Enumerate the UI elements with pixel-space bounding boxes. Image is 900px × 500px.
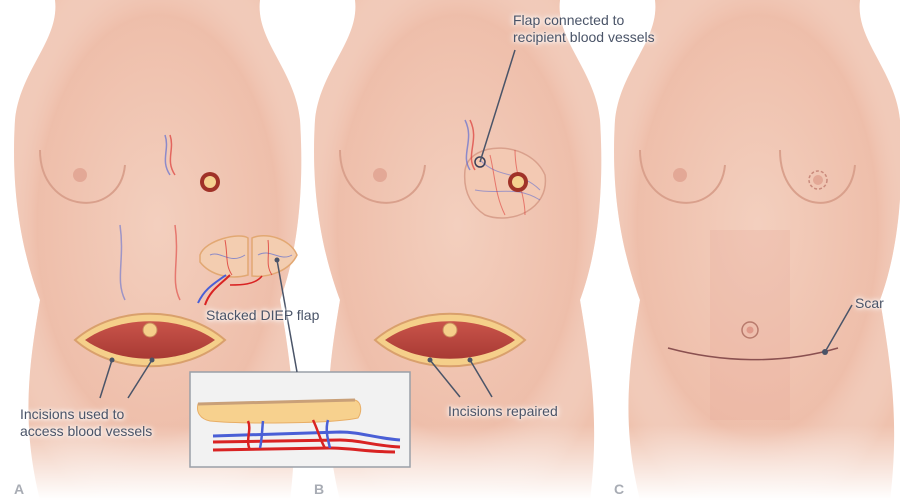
- label-line: Flap connected to: [513, 12, 625, 28]
- stacked-diep-flap-illustration: [197, 234, 298, 306]
- torso-panel-c: [600, 0, 900, 500]
- label-flap-connected: Flap connected to recipient blood vessel…: [513, 12, 655, 46]
- leader-dot: [467, 357, 473, 363]
- label-stacked-diep-flap: Stacked DIEP flap: [206, 307, 320, 323]
- leader-scar: [824, 304, 853, 353]
- leader-dot: [274, 257, 280, 263]
- leader-flap-connected: [479, 49, 516, 163]
- label-line: recipient blood vessels: [513, 29, 655, 45]
- leader-dot: [109, 357, 115, 363]
- leader-repaired-1: [429, 359, 461, 398]
- leader-repaired-2: [469, 359, 493, 398]
- leader-incision-a2: [127, 359, 153, 399]
- label-line: Incisions used to: [20, 406, 125, 422]
- leader-incision-a1: [99, 359, 113, 399]
- leader-dot: [149, 357, 155, 363]
- leader-dot: [427, 357, 433, 363]
- label-scar: Scar: [855, 295, 884, 311]
- label-incisions-repaired: Incisions repaired: [448, 403, 558, 419]
- panel-letter-b: B: [314, 481, 325, 497]
- leader-lines: [99, 49, 853, 399]
- leader-dot: [822, 349, 828, 355]
- leader-flap: [276, 259, 298, 373]
- panel-letter-c: C: [614, 481, 625, 497]
- label-line: access blood vessels: [20, 423, 153, 439]
- label-incisions-used: Incisions used to access blood vessels: [20, 406, 152, 440]
- inset-flap-cross-section: [189, 371, 411, 468]
- panel-letter-a: A: [14, 481, 25, 497]
